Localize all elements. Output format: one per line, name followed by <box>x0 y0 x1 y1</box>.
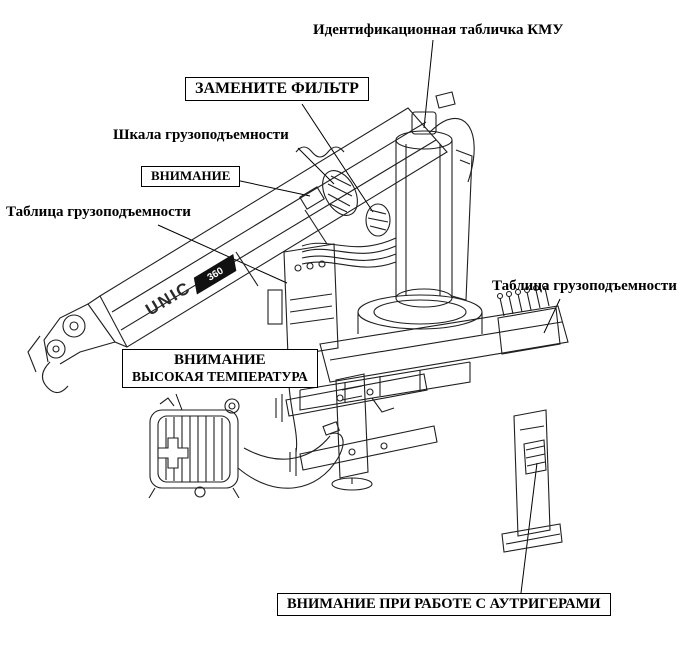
leader-attention <box>230 178 311 197</box>
outrigger-leg-left <box>331 373 373 491</box>
hose-bundle <box>295 118 475 268</box>
label-outriggers-warning: ВНИМАНИЕ ПРИ РАБОТЕ С АУТРИГЕРАМИ <box>277 593 611 616</box>
label-attention: ВНИМАНИЕ <box>141 166 241 187</box>
crane: UNIC 360 <box>27 91 569 553</box>
label-high-temperature: ВНИМАНИЕ ВЫСОКАЯ ТЕМПЕРАТУРА <box>122 349 318 388</box>
valve-bank <box>496 282 561 355</box>
leader-lines <box>157 39 561 594</box>
id-plate <box>411 111 437 135</box>
outrigger-beams <box>275 373 438 476</box>
base-frame <box>299 305 569 411</box>
label-load-table-right: Таблица грузоподъемности <box>492 278 677 294</box>
model-badge: 360 <box>193 254 237 295</box>
control-console <box>267 243 339 453</box>
label-replace-filter: ЗАМЕНИТЕ ФИЛЬТР <box>185 77 369 102</box>
outrigger-leg-right <box>501 409 563 553</box>
tank-cross-emblem <box>157 437 189 469</box>
label-id-plate: Идентификационная табличка КМУ <box>313 22 564 38</box>
leader-replace-filter <box>301 103 374 213</box>
outrigger-warning-sticker <box>523 439 547 475</box>
unic-marking: UNIC <box>142 278 194 320</box>
leader-load-table-left <box>157 224 288 284</box>
leader-load-scale <box>297 147 335 185</box>
label-high-temperature-line2: ВЫСОКАЯ ТЕМПЕРАТУРА <box>132 369 308 385</box>
leader-id-plate <box>423 39 434 129</box>
turret <box>357 294 483 334</box>
load-scale-sticker <box>322 170 358 216</box>
label-load-table-left: Таблица грузоподъемности <box>6 204 191 220</box>
column <box>395 91 473 308</box>
label-high-temperature-line1: ВНИМАНИЕ <box>174 352 266 368</box>
leader-outriggers <box>520 462 538 594</box>
filter <box>365 203 391 237</box>
oil-tank <box>148 397 240 499</box>
attention-sticker <box>299 186 325 210</box>
label-load-scale: Шкала грузоподъемности <box>113 127 289 143</box>
leader-load-table-right <box>543 298 561 334</box>
drain-hose <box>237 421 344 489</box>
leader-high-temp <box>175 393 183 411</box>
boom <box>87 107 448 348</box>
boom-head-hook <box>27 303 116 394</box>
